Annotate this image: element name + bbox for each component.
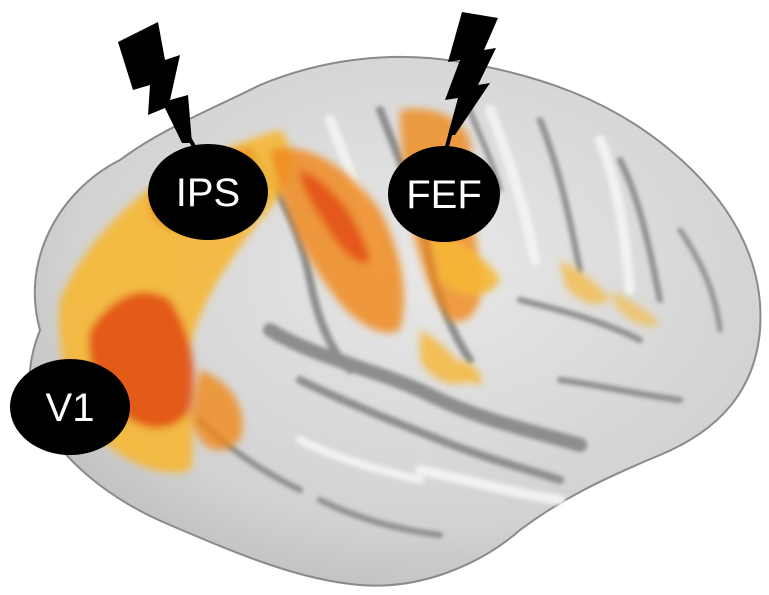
ips-marker: IPS <box>148 144 268 240</box>
fef-marker: FEF <box>388 146 500 242</box>
v1-label: V1 <box>46 386 95 430</box>
lightning-bolt-icon <box>118 22 196 150</box>
ips-label: IPS <box>176 171 240 215</box>
fef-label: FEF <box>406 173 482 217</box>
v1-marker: V1 <box>10 359 130 455</box>
